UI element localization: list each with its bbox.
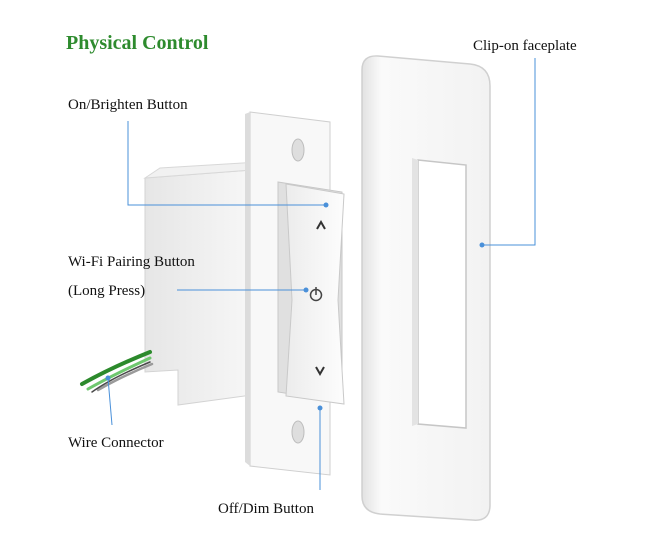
long-press-label: (Long Press) [68, 283, 146, 299]
top-screw-hole [291, 138, 305, 162]
callout-brighten-line [127, 121, 326, 206]
rocker-paddle [277, 181, 345, 405]
callout-faceplate-line [482, 58, 536, 246]
clip-on-faceplate [361, 55, 491, 521]
chevron-down-icon [315, 366, 325, 377]
dim-button-label: Off/Dim Button [218, 501, 314, 517]
power-icon [309, 287, 323, 302]
wire-connector-label: Wire Connector [68, 435, 164, 451]
callout-dots [105, 202, 485, 411]
callout-wire-line [107, 377, 113, 426]
faceplate-label: Clip-on faceplate [473, 38, 577, 54]
callout-lines [107, 58, 536, 490]
page-title: Physical Control [66, 32, 209, 54]
wifi-pairing-label: Wi-Fi Pairing Button [68, 254, 195, 270]
switch-back-box [143, 161, 262, 406]
bottom-screw-hole [291, 420, 305, 444]
wire-connector [80, 350, 154, 393]
chevron-up-icon [316, 219, 326, 230]
brighten-button-label: On/Brighten Button [68, 97, 188, 113]
